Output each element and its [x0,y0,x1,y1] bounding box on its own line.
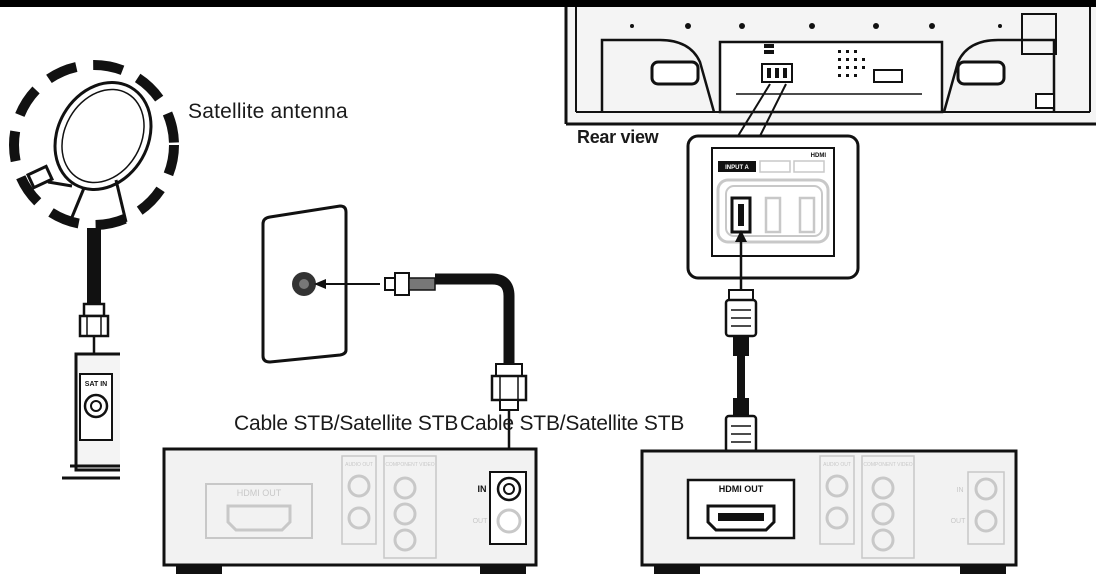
satellite-antenna-label: Satellite antenna [188,100,348,123]
svg-text:IN: IN [957,487,964,494]
tv-rear-panel [564,7,1096,126]
hdmi-input-zoom-panel: HDMI INPUT A [686,134,860,280]
sat-in-label: SAT IN [85,381,107,388]
svg-text:AUDIO OUT: AUDIO OUT [823,462,851,468]
stb-left-in-label: IN [478,484,487,494]
sat-receiver-device: SAT IN [62,352,120,480]
svg-text:AUDIO OUT: AUDIO OUT [345,462,373,468]
rear-view-label: Rear view [577,127,659,147]
svg-text:COMPONENT VIDEO: COMPONENT VIDEO [863,462,912,468]
stb-right-label: Cable STB/Satellite STB [460,412,685,435]
svg-text:COMPONENT VIDEO: COMPONENT VIDEO [385,462,434,468]
zoom-callout [737,83,787,137]
top-band [0,0,1096,7]
stb-left-hdmi-label: HDMI OUT [237,488,282,498]
coax-cable [314,272,528,474]
wall-antenna-outlet [261,204,348,364]
input-a-label: INPUT A [725,165,749,171]
stb-left-label: Cable STB/Satellite STB [234,412,459,435]
stb-left-device: HDMI OUT AUDIO OUT COMPONENT VIDEO IN OU… [162,447,538,574]
satellite-antenna-icon [9,60,179,230]
stb-right-hdmi-out-label: HDMI OUT [719,484,764,494]
svg-text:OUT: OUT [951,518,967,525]
stb-right-device: HDMI OUT AUDIO OUT COMPONENT VIDEO IN OU… [640,449,1018,574]
hdmi-panel-title: HDMI [811,153,827,159]
stb-left-out-label: OUT [473,518,489,525]
hdmi-cable [724,230,758,504]
